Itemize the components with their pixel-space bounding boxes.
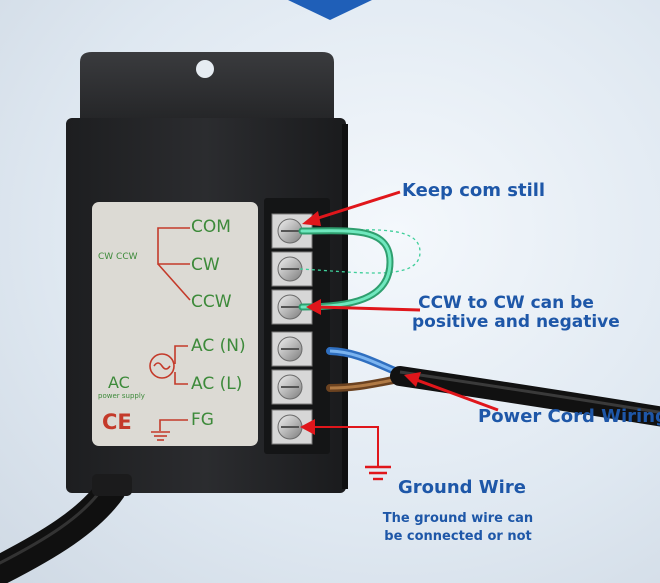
callout-ccw: CCW to CW can be positive and negative xyxy=(412,293,620,332)
arrow-ccw xyxy=(317,305,421,312)
callout-ccw-line2: positive and negative xyxy=(412,312,620,332)
ccw-line xyxy=(157,263,191,301)
mount-hole xyxy=(196,60,214,78)
ground-line xyxy=(304,426,379,466)
label-cw-ccw: CW CCW xyxy=(98,252,138,262)
label-fg: FG xyxy=(191,410,214,430)
ac-symbol xyxy=(149,353,175,379)
acn-line xyxy=(174,345,188,364)
terminals xyxy=(271,213,313,445)
callout-power-cord: Power Cord Wiring xyxy=(478,406,660,427)
label-ccw: CCW xyxy=(191,292,232,312)
ground-note: The ground wire can be connected or not xyxy=(382,510,534,546)
cable-gland xyxy=(92,474,132,496)
label-panel xyxy=(92,202,258,446)
arrow-keep-com xyxy=(311,190,401,222)
label-cw: CW xyxy=(191,255,220,275)
label-ac-l: AC (L) xyxy=(191,374,243,394)
com-line xyxy=(157,227,190,265)
power-cable xyxy=(390,366,660,427)
ground-note-line2: be connected or not xyxy=(384,529,532,544)
callout-ground-wire: Ground Wire xyxy=(398,477,526,498)
fg-line xyxy=(159,419,188,431)
motor-cable xyxy=(0,479,125,583)
mounting-flange xyxy=(80,52,334,122)
panel-schematic xyxy=(149,227,191,441)
callout-ccw-line1: CCW to CW can be xyxy=(418,293,594,313)
banner-tip xyxy=(288,0,372,20)
callout-arrows xyxy=(300,190,499,435)
arrow-ground xyxy=(300,419,315,435)
label-com: COM xyxy=(191,217,231,237)
label-power-supply: power supply xyxy=(98,392,145,400)
label-ac-n: AC (N) xyxy=(191,336,246,356)
ce-mark: CE xyxy=(102,410,132,434)
arrow-power-cord xyxy=(413,377,499,412)
callout-keep-com: Keep com still xyxy=(402,180,546,201)
ground-note-line1: The ground wire can xyxy=(382,511,534,526)
label-ac: AC xyxy=(108,373,130,392)
